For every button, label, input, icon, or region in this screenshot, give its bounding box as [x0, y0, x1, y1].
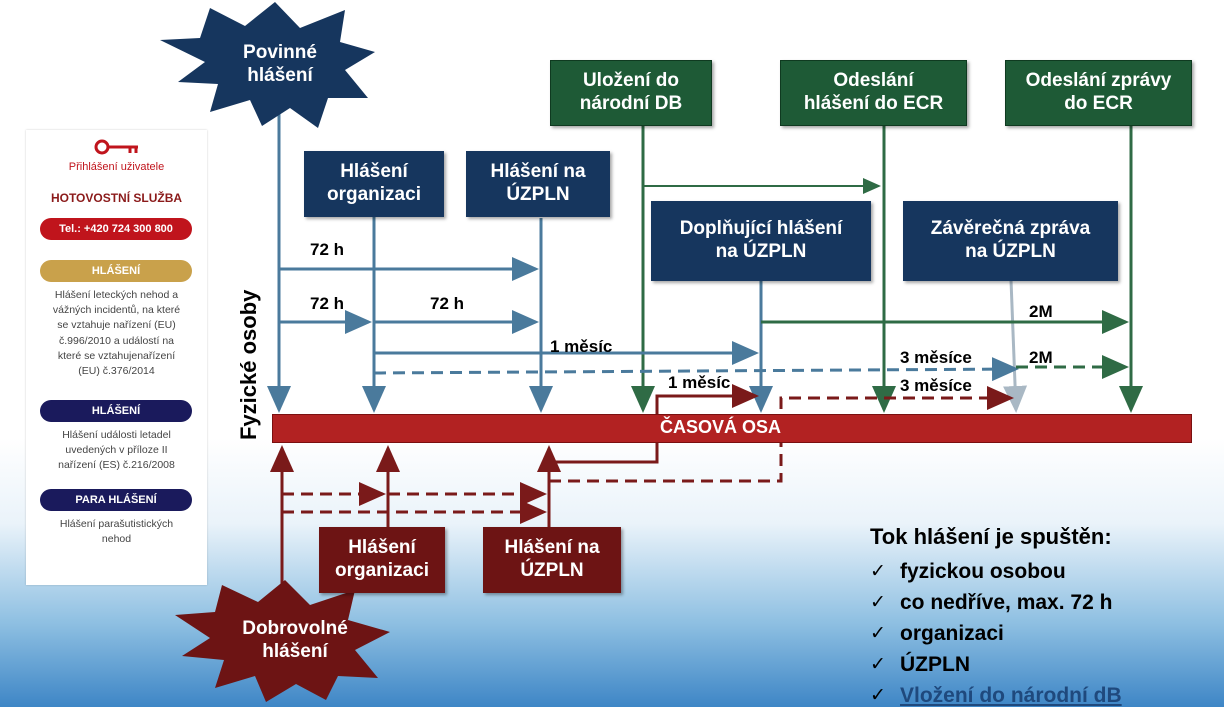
- check-icon: ✓: [870, 561, 886, 582]
- summary-item: ✓ organizaci: [870, 618, 1122, 649]
- report-desc-annex: Hlášení události letadel uvedených v pří…: [58, 429, 175, 472]
- label-72h-b: 72 h: [310, 294, 345, 313]
- label-1mesic-blue: 1 měsíc: [550, 337, 613, 356]
- box-report-organization: Hlášení organizaci: [304, 151, 444, 217]
- check-icon: ✓: [870, 654, 886, 675]
- summary-item: ✓ fyzickou osobou: [870, 556, 1122, 587]
- service-title: HOTOVOSTNÍ SLUŽBA: [50, 191, 183, 205]
- sidebar-panel: Přihlášení uživatele HOTOVOSTNÍ SLUŽBA T…: [26, 130, 207, 585]
- label-2m-b: 2M: [1029, 348, 1053, 367]
- mandatory-report-label: Povinné hlášení: [243, 42, 317, 86]
- voluntary-report-label: Dobrovolné hlášení: [242, 618, 348, 662]
- report-button-annex[interactable]: HLÁŠENÍ: [40, 400, 192, 422]
- check-icon: ✓: [870, 685, 886, 706]
- summary-item-text: co nedříve, max. 72 h: [900, 590, 1113, 614]
- report-desc-accidents: Hlášení leteckých nehod a vážných incide…: [52, 289, 181, 378]
- arrow-final-down: [1003, 279, 1028, 413]
- label-72h-c: 72 h: [430, 294, 465, 313]
- physical-persons-label: Fyzické osoby: [236, 289, 261, 440]
- box-store-national-db: Uložení do národní DB: [550, 60, 712, 126]
- check-icon: ✓: [870, 623, 886, 644]
- summary-item: ✓ co nedříve, max. 72 h: [870, 587, 1122, 618]
- timeline-bar: [272, 414, 1192, 443]
- box-send-final-ecr: Odeslání zprávy do ECR: [1005, 60, 1192, 126]
- box-final-report: Závěrečná zpráva na ÚZPLN: [903, 201, 1118, 281]
- box-red-report-organization: Hlášení organizaci: [319, 527, 445, 593]
- login-link[interactable]: Přihlášení uživatele: [68, 161, 165, 173]
- label-3mesice-red: 3 měsíce: [900, 376, 972, 395]
- summary-block: Tok hlášení je spuštěn: ✓ fyzickou osobou…: [870, 524, 1122, 707]
- mandatory-star-shape: [160, 2, 375, 128]
- summary-item: ✓ Vložení do národní dB: [870, 680, 1122, 707]
- label-2m-a: 2M: [1029, 302, 1053, 321]
- check-icon: ✓: [870, 592, 886, 613]
- summary-title: Tok hlášení je spuštěn:: [870, 524, 1112, 549]
- timeline-label: ČASOVÁ OSA: [660, 417, 782, 437]
- voluntary-star-shape: [175, 580, 390, 702]
- box-send-report-ecr: Odeslání hlášení do ECR: [780, 60, 967, 126]
- para-report-button[interactable]: PARA HLÁŠENÍ: [40, 489, 192, 511]
- label-3mesice-blue: 3 měsíce: [900, 348, 972, 367]
- box-report-uzpln: Hlášení na ÚZPLN: [466, 151, 610, 217]
- summary-item-text: fyzickou osobou: [900, 559, 1066, 583]
- summary-item-text: organizaci: [900, 621, 1004, 645]
- box-red-report-uzpln: Hlášení na ÚZPLN: [483, 527, 621, 593]
- label-1mesic-red: 1 měsíc: [668, 373, 731, 392]
- para-report-desc: Hlášení parašutistických nehod: [59, 518, 174, 546]
- summary-item: ✓ ÚZPLN: [870, 649, 1122, 680]
- report-button-accidents[interactable]: HLÁŠENÍ: [40, 260, 192, 282]
- summary-item-text: ÚZPLN: [900, 652, 970, 676]
- box-supplementary-report: Doplňující hlášení na ÚZPLN: [651, 201, 871, 281]
- phone-button[interactable]: Tel.: +420 724 300 800: [40, 218, 192, 240]
- national-db-link[interactable]: Vložení do národní dB: [900, 683, 1122, 707]
- label-72h-a: 72 h: [310, 240, 345, 259]
- key-icon: [94, 139, 138, 155]
- arrow-3mesice-dashed: [373, 357, 1019, 382]
